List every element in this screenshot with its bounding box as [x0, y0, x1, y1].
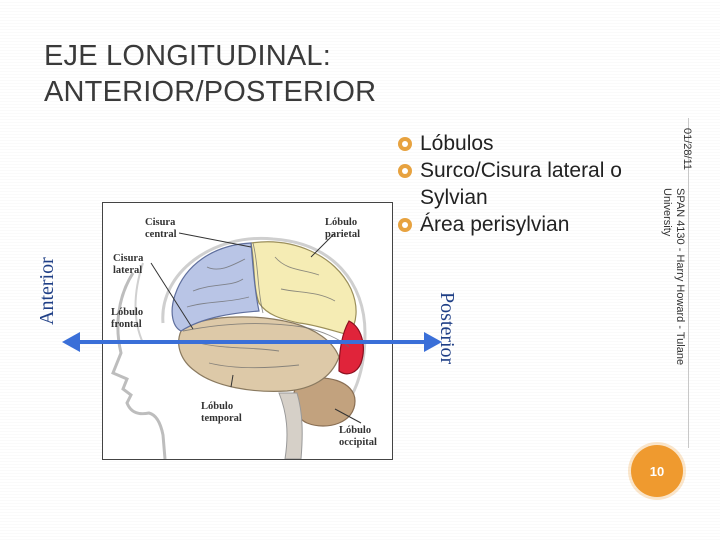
slide-footer: SPAN 4130 - Harry Howard - Tulane Univer… [661, 188, 686, 366]
bullet-icon [398, 137, 412, 151]
label-lobulo-parietal-2: parietal [325, 229, 360, 240]
slide-title: EJE LONGITUDINAL: ANTERIOR/POSTERIOR [44, 40, 377, 108]
bullet-item: Lóbulos [398, 130, 648, 157]
temporal-lobe [178, 316, 340, 392]
gyri-lines [182, 242, 350, 369]
head-outline [111, 272, 167, 460]
label-lobulo-temporal-2: temporal [201, 413, 242, 424]
arrow-head-left [62, 332, 80, 352]
bullet-icon [398, 164, 412, 178]
head-outline-inner [134, 262, 144, 344]
label-lobulo-occipital-2: occipital [339, 437, 377, 448]
axis-label-anterior: Anterior [36, 257, 58, 325]
label-lobulo-frontal-2: frontal [111, 319, 142, 330]
label-cisura-lateral-1: Cisura [113, 253, 144, 264]
leader-lines [150, 232, 362, 424]
label-lobulo-temporal-1: Lóbulo [201, 401, 233, 412]
skull-outline [161, 236, 367, 420]
label-cisura-lateral-2: lateral [113, 265, 142, 276]
label-cisura-central-2: central [145, 229, 177, 240]
label-cisura-central-1: Cisura [145, 217, 176, 228]
occipital-lobe [338, 320, 364, 375]
anterior-posterior-arrow [62, 332, 442, 352]
bullet-icon [398, 218, 412, 232]
brainstem [278, 392, 303, 460]
label-lobulo-occipital-1: Lóbulo [339, 425, 371, 436]
frontal-lobe [171, 242, 260, 332]
bullet-item: Surco/Cisura lateral o Sylvian [398, 157, 648, 211]
axis-label-posterior: Posterior [436, 292, 458, 365]
slide-date: 01/28/11 [681, 128, 693, 171]
brain-figure: Cisura central Lóbulo parietal Cisura la… [102, 202, 393, 460]
bullet-list: Lóbulos Surco/Cisura lateral o Sylvian Á… [398, 130, 648, 238]
brain-diagram: Cisura central Lóbulo parietal Cisura la… [111, 217, 377, 460]
bullet-text: Área perisylvian [420, 213, 570, 236]
divider [688, 118, 689, 448]
bullet-text: Lóbulos [420, 132, 494, 155]
parietal-lobe [250, 241, 357, 336]
bullet-text: Surco/Cisura lateral o Sylvian [420, 159, 622, 209]
page-number: 10 [631, 445, 683, 497]
label-lobulo-frontal-1: Lóbulo [111, 307, 143, 318]
bullet-item: Área perisylvian [398, 211, 648, 238]
arrow-head-right [424, 332, 442, 352]
label-lobulo-parietal-1: Lóbulo [325, 217, 357, 228]
